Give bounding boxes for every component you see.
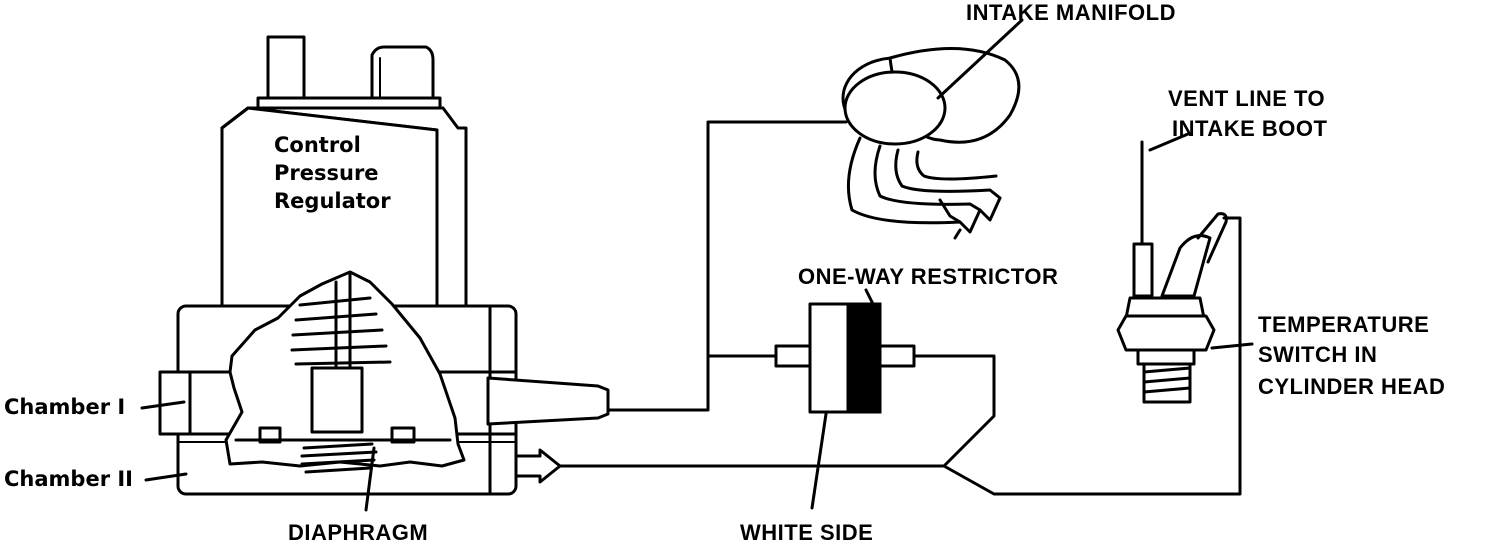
leader-one-way-restrictor [864, 288, 880, 316]
label-one-way-restrictor: ONE-WAY RESTRICTOR [798, 264, 1058, 289]
temperature-switch [1116, 140, 1228, 404]
label-temp-switch-2: SWITCH IN [1258, 342, 1377, 367]
label-temp-switch-3: CYLINDER HEAD [1258, 374, 1445, 399]
label-regulator-2: Pressure [274, 161, 379, 185]
label-chamber-1: Chamber I [4, 395, 125, 419]
upper-fitting-left [266, 35, 306, 105]
outlet-nozzle [486, 376, 610, 426]
restrictor-right-stub [876, 344, 916, 368]
runner-1 [846, 136, 1002, 234]
leader-intake-manifold [936, 18, 1024, 100]
label-vent-line-2: INTAKE BOOT [1172, 116, 1327, 141]
leader-chamber-1 [140, 400, 186, 410]
one-way-restrictor [774, 302, 916, 414]
label-white-side: WHITE SIDE [740, 520, 873, 545]
label-intake-manifold: INTAKE MANIFOLD [966, 0, 1176, 25]
leader-vent-line [1148, 132, 1190, 152]
leader-diaphragm [364, 446, 376, 512]
plunger [310, 366, 364, 434]
restrictor-white-side [808, 302, 852, 414]
leader-lines [140, 18, 1254, 512]
label-vent-line-1: VENT LINE TO [1168, 86, 1325, 111]
label-regulator-3: Regulator [274, 189, 391, 213]
leader-chamber-2 [144, 472, 188, 482]
label-regulator-1: Control [274, 133, 361, 157]
leader-white-side [810, 412, 828, 510]
vacuum-hoses [558, 120, 1242, 496]
runner-4 [915, 150, 998, 181]
labels: Control Pressure Regulator Chamber I Cha… [4, 0, 1445, 545]
intake-manifold [841, 46, 1021, 240]
control-pressure-regulator [158, 35, 610, 496]
hose-to-intake-manifold [606, 120, 848, 412]
lower-spring [300, 442, 378, 474]
restrictor-black-side [846, 302, 882, 414]
hose-restrictor-outlet [910, 354, 996, 468]
label-diaphragm: DIAPHRAGM [288, 520, 428, 545]
hose-to-temperature-switch [558, 216, 1242, 496]
runner-3 [894, 148, 1002, 200]
leader-temperature-switch [1210, 342, 1254, 350]
restrictor-left-stub [774, 344, 814, 368]
label-chamber-2: Chamber II [4, 467, 133, 491]
runner-2 [873, 144, 982, 212]
label-temp-switch-1: TEMPERATURE [1258, 312, 1429, 337]
switch-hex-nut [1116, 314, 1216, 352]
lower-port [514, 448, 562, 484]
upper-fitting-right [370, 45, 435, 105]
